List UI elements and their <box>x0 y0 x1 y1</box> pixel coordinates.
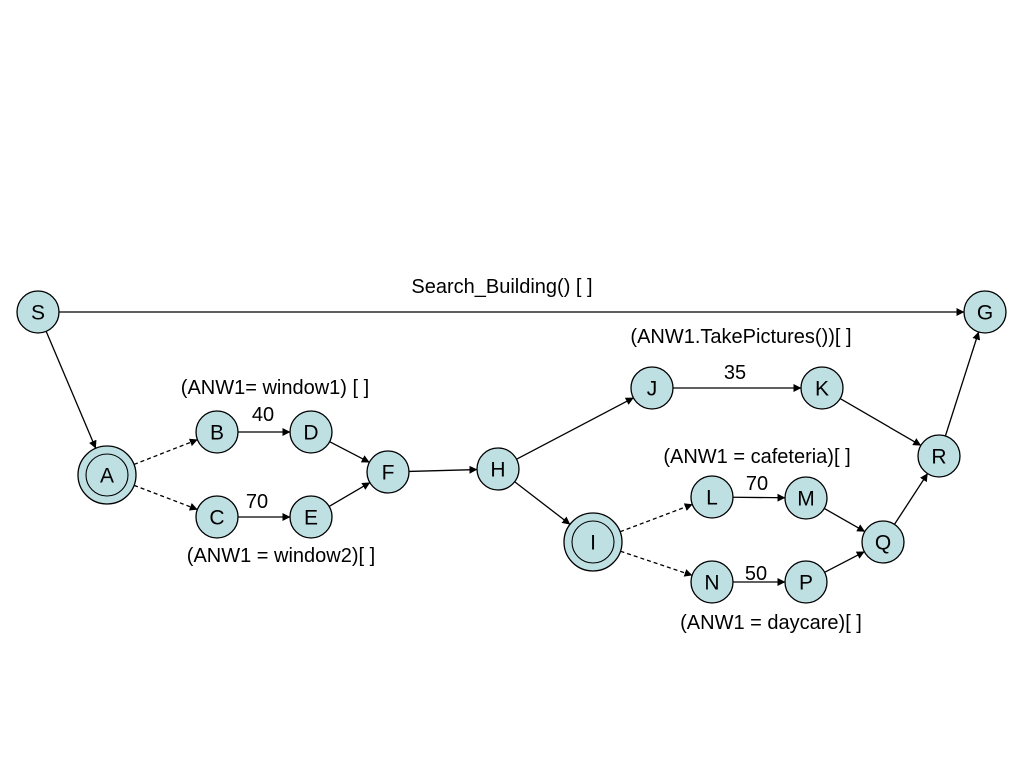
node-q-circle <box>861 520 905 564</box>
node-g-label: G <box>977 302 993 325</box>
node-m-label: M <box>797 488 815 511</box>
node-k: K <box>800 366 844 410</box>
node-g-circle <box>963 290 1007 334</box>
node-a-inner-ring <box>85 453 129 497</box>
node-r-label: R <box>931 446 946 469</box>
node-n: N <box>690 560 734 604</box>
node-b: B <box>195 410 239 454</box>
node-l: L <box>690 475 734 519</box>
node-e: E <box>289 495 333 539</box>
node-q-label: Q <box>875 532 891 555</box>
node-k-circle <box>800 366 844 410</box>
node-e-circle <box>289 495 333 539</box>
cost-b-d-label: 40 <box>252 404 274 426</box>
node-h-circle <box>476 447 520 491</box>
node-e-label: E <box>304 507 318 530</box>
edge-i-l <box>619 503 693 533</box>
node-p: P <box>784 560 828 604</box>
node-m: M <box>784 476 828 520</box>
cost-n-p-label: 50 <box>745 563 767 585</box>
window2-label: (ANW1 = window2)[ ] <box>187 545 375 567</box>
search-building-label: Search_Building() [ ] <box>411 276 592 298</box>
node-c: C <box>195 495 239 539</box>
node-r-circle <box>917 434 961 478</box>
annotations-layer: Search_Building() [ ] (ANW1.TakePictures… <box>181 276 862 634</box>
edge-a-c <box>133 484 198 511</box>
node-l-circle <box>690 475 734 519</box>
edge-h-i <box>514 481 571 525</box>
node-f: F <box>366 450 410 494</box>
edge-l-m <box>732 493 786 502</box>
daycare-label: (ANW1 = daycare)[ ] <box>680 612 862 634</box>
node-c-label: C <box>209 507 224 530</box>
node-l-label: L <box>706 487 718 510</box>
node-b-circle <box>195 410 239 454</box>
edge-k-r <box>839 397 922 447</box>
window1-label: (ANW1= window1) [ ] <box>181 377 369 399</box>
node-f-label: F <box>382 462 395 485</box>
edge-q-r <box>893 473 929 525</box>
node-j-label: J <box>647 378 658 401</box>
node-s-label: S <box>31 302 45 325</box>
edge-d-f <box>329 441 370 463</box>
node-m-circle <box>784 476 828 520</box>
node-k-label: K <box>815 378 829 401</box>
node-h-label: H <box>490 459 505 482</box>
edge-a-b <box>133 438 198 466</box>
edge-e-f <box>328 482 371 507</box>
node-h: H <box>476 447 520 491</box>
edge-i-n <box>620 550 693 577</box>
node-i-label: I <box>590 532 596 555</box>
edge-h-j <box>516 397 634 460</box>
node-d: D <box>289 410 333 454</box>
take-pictures-label: (ANW1.TakePictures())[ ] <box>630 326 851 348</box>
node-c-circle <box>195 495 239 539</box>
cafeteria-label: (ANW1 = cafeteria)[ ] <box>663 446 850 468</box>
edge-s-a <box>45 331 97 449</box>
node-n-label: N <box>704 572 719 595</box>
node-s-circle <box>16 290 60 334</box>
node-p-label: P <box>799 572 813 595</box>
nodes-layer: S G A B C D E F H I J K L M N P Q R <box>16 290 1007 604</box>
node-q: Q <box>861 520 905 564</box>
edge-f-h <box>408 465 478 474</box>
node-d-label: D <box>303 422 318 445</box>
cost-c-e-label: 70 <box>246 491 268 513</box>
edges-layer <box>45 308 981 586</box>
node-i: I <box>563 512 623 572</box>
node-j: J <box>630 366 674 410</box>
cost-j-k-label: 35 <box>724 362 746 384</box>
node-j-circle <box>630 366 674 410</box>
node-b-label: B <box>210 422 224 445</box>
edge-p-q <box>824 551 865 573</box>
edge-r-g <box>944 331 981 437</box>
cost-l-m-label: 70 <box>746 473 768 495</box>
node-p-circle <box>784 560 828 604</box>
node-n-circle <box>690 560 734 604</box>
node-s: S <box>16 290 60 334</box>
node-a: A <box>77 445 137 505</box>
node-i-inner-ring <box>571 520 615 564</box>
edge-m-q <box>823 507 866 533</box>
node-a-label: A <box>100 465 114 488</box>
node-d-circle <box>289 410 333 454</box>
node-f-circle <box>366 450 410 494</box>
node-r: R <box>917 434 961 478</box>
node-g: G <box>963 290 1007 334</box>
